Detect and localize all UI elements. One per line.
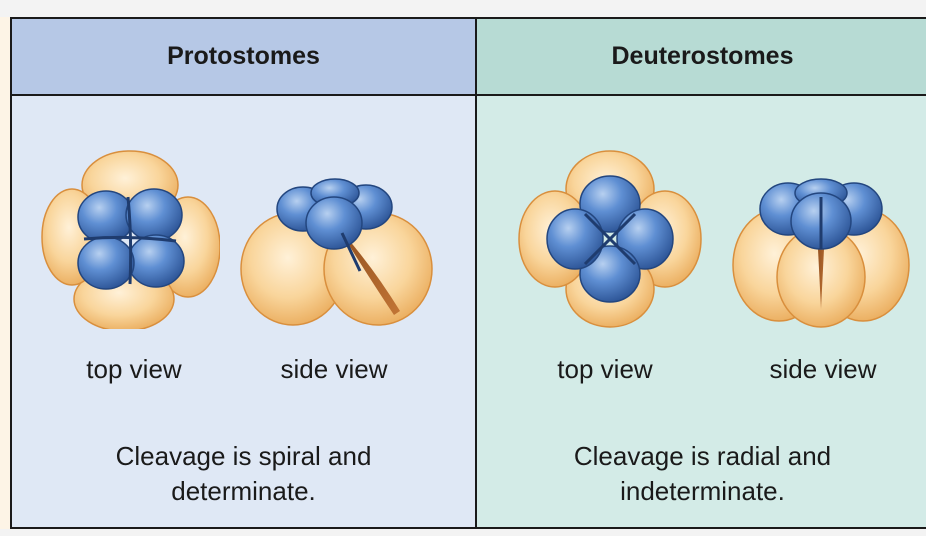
protostome-side-view-label: side view (280, 354, 388, 384)
protostome-caption-line-2: determinate. (171, 476, 316, 506)
protostomes-column: Protostomes (12, 19, 475, 527)
deuterostome-caption-line-2: indeterminate. (620, 476, 785, 506)
protostome-caption-line-1: Cleavage is spiral and (115, 441, 372, 471)
deuterostomes-header: Deuterostomes (477, 19, 926, 96)
top-margin (0, 0, 926, 17)
protostome-side-view-illustration (240, 178, 433, 326)
deuterostome-side-view-illustration (732, 178, 910, 328)
deuterostomes-column: Deuterostomes (475, 19, 926, 527)
comparison-table: Protostomes (10, 17, 926, 529)
deuterostome-side-view-label: side view (769, 354, 877, 384)
deuterostome-caption: Cleavage is radial and indeterminate. (477, 439, 926, 509)
deuterostome-caption-line-1: Cleavage is radial and (573, 441, 832, 471)
protostomes-header: Protostomes (12, 19, 475, 96)
protostome-caption: Cleavage is spiral and determinate. (12, 439, 475, 509)
left-margin (0, 17, 10, 529)
bottom-margin (0, 529, 926, 536)
protostome-top-view-label: top view (86, 354, 182, 384)
protostome-top-view-illustration (41, 150, 220, 329)
deuterostome-top-view-label: top view (557, 354, 653, 384)
deuterostome-top-view-illustration (518, 150, 702, 328)
